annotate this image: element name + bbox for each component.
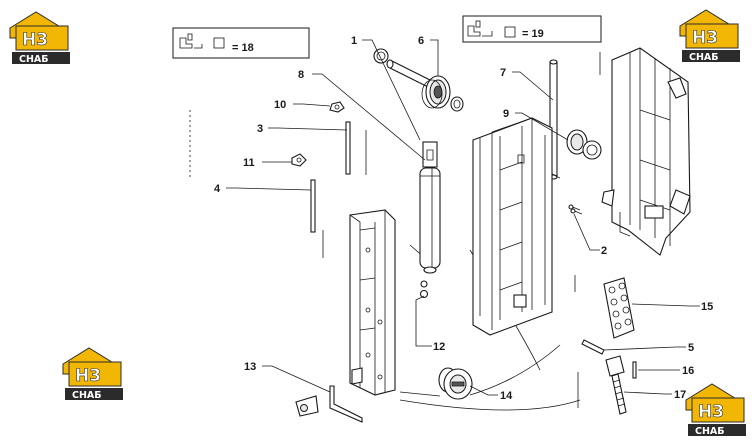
callout-10: 10 [274,99,286,111]
callout-2: 2 [601,245,607,257]
sheet-icon [504,26,516,38]
callout-13: 13 [244,361,256,373]
logo-mark: Н3 [692,28,718,48]
callout-16: 16 [682,365,694,377]
part-4-stud [310,179,316,233]
callout-12: 12 [433,341,445,353]
part-10-nut [329,101,345,113]
leader-lines [226,39,700,397]
part-15-chain [603,277,635,339]
right-mast [611,47,691,256]
logo-bottom-right: Н3 СНАБ [685,383,746,437]
callout-14: 14 [500,390,513,402]
logo-mark: Н3 [698,402,724,422]
bracket-icon [179,33,203,49]
callout-5: 5 [688,342,694,354]
logo-caption: СНАБ [695,426,725,437]
callout-7: 7 [500,67,506,79]
part-16-pin [632,361,637,379]
callout-6: 6 [418,35,424,47]
logo-top-right: Н3 СНАБ [679,9,740,63]
part-14-roller [438,367,473,400]
reference-label: = 18 [232,42,254,54]
part-13-bracket [295,385,363,423]
part-3-stud [345,121,351,175]
part-1-shaft [373,48,431,89]
callouts: 1 6 8 7 9 10 3 11 4 2 12 13 14 15 5 16 1… [214,35,713,402]
callout-1: 1 [351,35,357,47]
part-6-pulley [421,75,464,112]
part-9-bearing [566,129,602,160]
callout-11: 11 [243,157,255,169]
logo-caption: СНАБ [72,390,102,401]
logo-caption: СНАБ [19,54,49,65]
logo-caption: СНАБ [689,52,719,63]
callout-9: 9 [503,108,509,120]
logo-mark: Н3 [75,366,101,386]
callout-17: 17 [674,389,686,401]
logo-mark: Н3 [22,30,48,50]
logo-bottom-left: Н3 СНАБ [62,347,123,401]
left-mast [349,209,396,396]
part-8-cylinder [419,141,441,299]
part-5-pin [581,339,605,355]
sheet-icon [213,37,225,49]
callout-4: 4 [214,183,221,195]
part-2-pins [568,189,615,215]
reference-box-18: = 18 [172,27,310,59]
reference-box-19: = 19 [462,15,602,43]
callout-8: 8 [298,69,304,81]
reference-label: = 19 [522,28,544,40]
part-11-nut [291,153,307,167]
center-mast [472,117,553,336]
part-17-bolt [605,355,627,415]
callout-15: 15 [701,301,713,313]
bracket-icon [467,20,493,37]
callout-3: 3 [257,123,263,135]
logo-top-left: Н3 СНАБ [9,11,70,65]
